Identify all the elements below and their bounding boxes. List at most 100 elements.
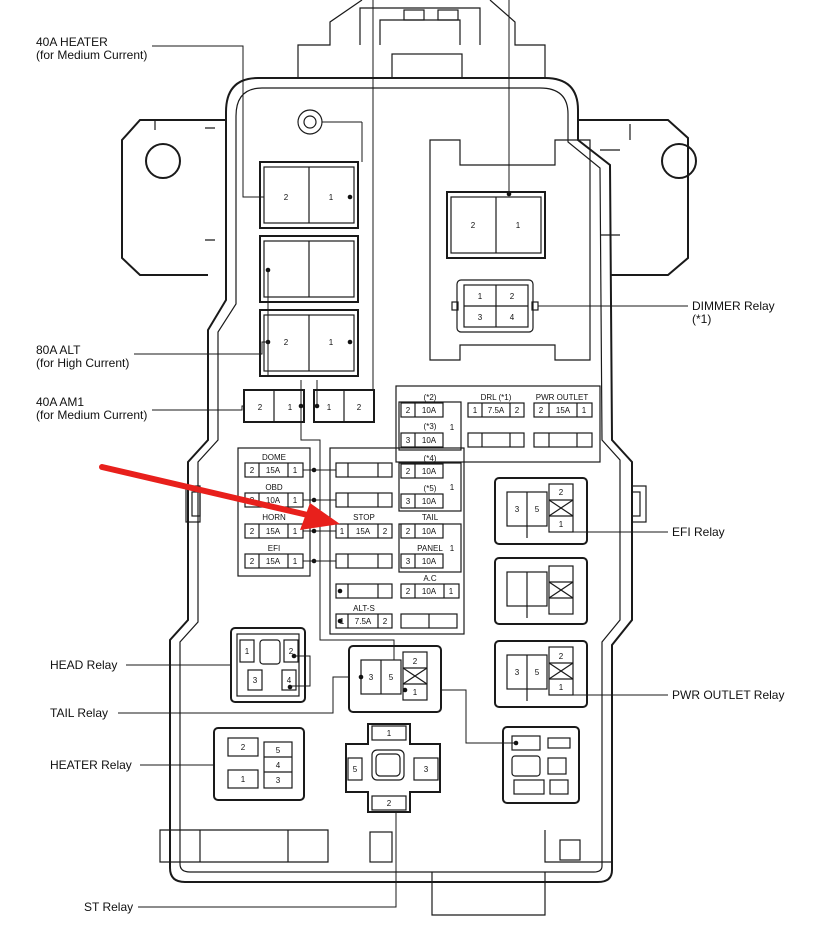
label-80a-alt-sub: (for High Current) — [36, 356, 129, 370]
tail-relay-pin-2: 2 — [413, 657, 418, 666]
fuse-star4-name: (*4) — [424, 454, 437, 463]
fuse-star5-amp: 10A — [422, 497, 437, 506]
fuse-group-star2-star3: (*2) 2 10A (*3) 3 10A 1 — [398, 393, 462, 451]
fuse-alts-name: ALT-S — [353, 604, 375, 613]
fuse-alts-p2: 2 — [383, 617, 388, 626]
fuse-ac-amp: 10A — [422, 587, 437, 596]
heater-pin-2: 2 — [241, 743, 246, 752]
fuse-ac-p1: 2 — [406, 587, 411, 596]
fuse-obd-p2: 1 — [293, 496, 298, 505]
label-st-relay: ST Relay — [84, 900, 133, 914]
fuse-pwr-p2: 1 — [582, 406, 587, 415]
fl-am1-pin2: 1 — [288, 403, 293, 412]
efi-pin-5: 5 — [535, 505, 540, 514]
head-relay-block: 1 2 3 4 — [230, 627, 306, 703]
fuse-efi: EFI 2 15A 1 — [244, 544, 304, 569]
fuse-efi-name: EFI — [268, 544, 280, 553]
st-pin-1: 1 — [387, 729, 392, 738]
top-right-fuse-frame — [395, 385, 601, 463]
head-pin-3: 3 — [253, 676, 258, 685]
label-40a-heater: 40A HEATER — [36, 35, 108, 49]
fl-alt-pin2: 1 — [329, 338, 334, 347]
red-arrow-shaft — [99, 464, 315, 519]
heater-relay-block: 2 5 4 1 3 — [213, 727, 305, 801]
fuse-alts-amp: 7.5A — [355, 617, 372, 626]
fuse-dome-p1: 2 — [250, 466, 255, 475]
fuse-horn-name: HORN — [262, 513, 286, 522]
dimmer-pin-1: 1 — [478, 292, 483, 301]
st-pin-5: 5 — [353, 765, 358, 774]
middle-blank-fuses — [303, 462, 393, 599]
st-pin-3: 3 — [424, 765, 429, 774]
fl-heater-pin1: 2 — [284, 193, 289, 202]
heater-pin-3: 3 — [276, 776, 281, 785]
fuse-panel-name: PANEL — [417, 544, 443, 553]
red-arrow-head — [300, 503, 340, 530]
fuse-ac: A.C 2 10A 1 — [400, 574, 460, 599]
fl-heater-pin2: 1 — [329, 193, 334, 202]
dimmer-pin-2: 2 — [510, 292, 515, 301]
housing — [121, 0, 697, 916]
label-tail-relay: TAIL Relay — [50, 706, 108, 720]
dimmer-pin-3: 3 — [478, 313, 483, 322]
fuse-stop-name: STOP — [353, 513, 375, 522]
label-dimmer-relay: DIMMER Relay — [692, 299, 775, 313]
efi-pin-1: 1 — [559, 520, 564, 529]
top-relay: 2 1 — [446, 191, 546, 259]
label-head-relay: HEAD Relay — [50, 658, 117, 672]
fuse-group-tail-panel: TAIL 2 10A PANEL 3 10A 1 — [398, 513, 462, 573]
fl-alt-pin1: 2 — [284, 338, 289, 347]
label-efi-relay: EFI Relay — [672, 525, 725, 539]
fuse-panel-pin: 3 — [406, 557, 411, 566]
head-pin-1: 1 — [245, 647, 250, 656]
fuse-ac-name: A.C — [423, 574, 437, 583]
fl-am1b-pin1: 1 — [327, 403, 332, 412]
fusible-link-heater: 2 1 — [259, 161, 359, 229]
fuse-drl-p1: 1 — [473, 406, 478, 415]
tail-relay-pin-5: 5 — [389, 673, 394, 682]
fuse-horn-p1: 2 — [250, 527, 255, 536]
blank-relay-block — [494, 557, 588, 625]
fuse-star2-name: (*2) — [424, 393, 437, 402]
efi-pin-2: 2 — [559, 488, 564, 497]
label-pwr-outlet-relay: PWR OUTLET Relay — [672, 688, 784, 702]
tail-relay-pin-1: 1 — [413, 688, 418, 697]
fuse-star5-pin: 3 — [406, 497, 411, 506]
fuse-star4-pin: 2 — [406, 467, 411, 476]
middle-fuse-frame — [329, 447, 465, 635]
fuse-dome-name: DOME — [262, 453, 286, 462]
leader-lines — [118, 45, 688, 908]
heater-pin-1: 1 — [241, 775, 246, 784]
fl-am1b-pin2: 2 — [357, 403, 362, 412]
fuse-drl-p2: 2 — [515, 406, 520, 415]
fuse-drl-name: DRL (*1) — [481, 393, 512, 402]
dimmer-pin-4: 4 — [510, 313, 515, 322]
fuse-drl: DRL (*1) 1 7.5A 2 — [467, 393, 525, 448]
fuse-dome-amp: 15A — [266, 466, 281, 475]
fuse-tail-pin: 2 — [406, 527, 411, 536]
fuse-efi-p2: 1 — [293, 557, 298, 566]
fuse-stop-amp: 15A — [356, 527, 371, 536]
top-relay-pin2: 1 — [516, 221, 521, 230]
fuse-horn-p2: 1 — [293, 527, 298, 536]
fuse-obd-name: OBD — [265, 483, 283, 492]
dimmer-relay-block: 1 2 3 4 — [451, 279, 539, 333]
pwr-relay-pin-1: 1 — [559, 683, 564, 692]
head-pin-4: 4 — [287, 676, 292, 685]
fuse-star2-pin: 2 — [406, 406, 411, 415]
fuse-stop-p2: 2 — [383, 527, 388, 536]
fuse-alts-p1: 1 — [340, 617, 345, 626]
fuse-stop-p1: 1 — [340, 527, 345, 536]
heater-pin-4: 4 — [276, 761, 281, 770]
fuse-drl-amp: 7.5A — [488, 406, 505, 415]
fusible-link-am1-b: 1 2 — [313, 389, 375, 423]
fuse-horn: HORN 2 15A 1 — [244, 513, 304, 539]
pwr-relay-pin-5: 5 — [535, 668, 540, 677]
fuse-star4-amp: 10A — [422, 467, 437, 476]
pwr-relay-pin-2: 2 — [559, 652, 564, 661]
fuse-star3-pin: 3 — [406, 436, 411, 445]
fuse-dome-p2: 1 — [293, 466, 298, 475]
heater-pin-5: 5 — [276, 746, 281, 755]
fuse-star3-amp: 10A — [422, 436, 437, 445]
top-relay-pin1: 2 — [471, 221, 476, 230]
